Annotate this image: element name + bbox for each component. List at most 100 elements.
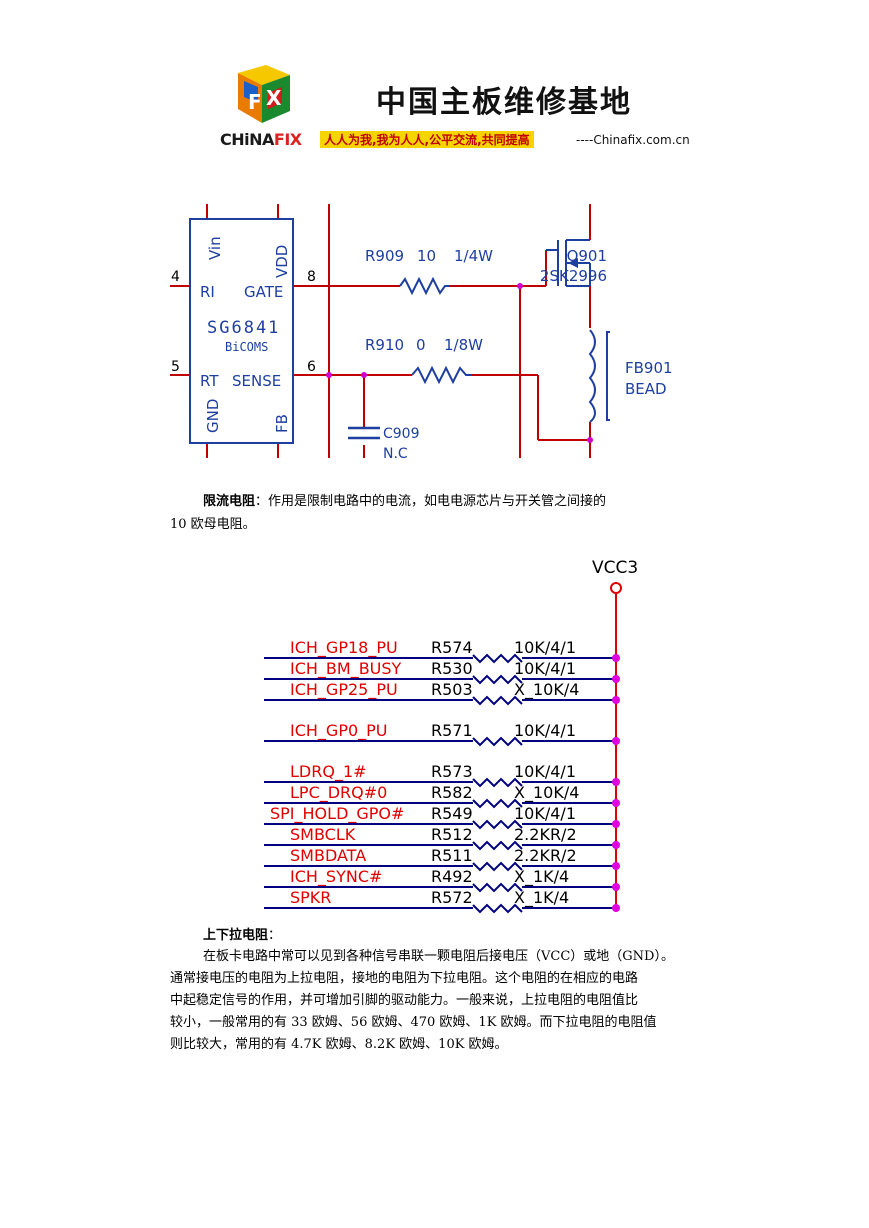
fb901-ref: FB901 (625, 359, 673, 377)
fb901-label: FB901 BEAD (625, 358, 673, 400)
ic-part-number: SG6841 (207, 318, 280, 338)
pullup-body: 在板卡电路中常可以见到各种信号串联一颗电阻后接电压（VCC）或地（GND）。 通… (170, 946, 750, 1056)
pullup-row: SMBCLK R512 2.2KR/2 (264, 825, 620, 851)
pin-number-6: 6 (307, 359, 316, 375)
junction-dot (612, 778, 620, 786)
r909-value: 10 (417, 247, 436, 265)
net-label: SPKR (290, 888, 331, 907)
pin-gate-label: GATE (244, 283, 283, 301)
junction-dot (612, 820, 620, 828)
resistor-value: 10K/4/1 (514, 721, 576, 740)
resistor-ref: R511 (431, 846, 473, 865)
resistor-value: 10K/4/1 (514, 659, 576, 678)
resistor-ref: R503 (431, 680, 473, 699)
resistor-value: X_10K/4 (514, 783, 579, 803)
pin-number-5: 5 (171, 359, 180, 375)
resistor-ref: R572 (431, 888, 473, 907)
resistor-value: X_10K/4 (514, 680, 579, 700)
net-label: ICH_BM_BUSY (290, 659, 402, 679)
brand-wordmark: CHiNAFIX (220, 130, 302, 149)
pullup-line: 则比较大，常用的有 4.7K 欧姆、8.2K 欧姆、10K 欧姆。 (170, 1037, 508, 1052)
resistor-symbol (472, 882, 523, 893)
chinafix-cube-logo-icon: F X (238, 65, 290, 123)
q901-ref: Q901 (567, 247, 607, 265)
svg-text:F: F (248, 90, 262, 114)
c909-ref: C909 (383, 426, 420, 442)
para-current-limit: 限流电阻：作用是限制电路中的电流，如电电源芯片与开关管之间接的 (203, 491, 606, 513)
resistor-ref: R512 (431, 825, 473, 844)
pin-fb-label: FB (273, 414, 291, 433)
c909-value: N.C (383, 446, 408, 462)
mosfet-arrow-icon (568, 258, 578, 268)
pin-vdd-label: VDD (273, 245, 291, 278)
pin-rt-label: RT (200, 372, 219, 390)
q901-part: 2SK2996 (540, 267, 607, 285)
resistor-value: X_1K/4 (514, 867, 569, 887)
r909-power: 1/4W (454, 247, 493, 265)
brand-part-b: FIX (273, 130, 302, 149)
r910-power: 1/8W (444, 336, 483, 354)
resistor-value: 2.2KR/2 (514, 825, 577, 844)
pin-number-4: 4 (171, 269, 180, 285)
junction-dot (517, 283, 523, 289)
resistor-symbol (472, 861, 523, 872)
net-label: ICH_GP18_PU (290, 638, 398, 658)
junction-dot (612, 799, 620, 807)
capacitor-c909-symbol (348, 426, 380, 440)
net-label: ICH_GP25_PU (290, 680, 398, 700)
resistor-r910-symbol (411, 365, 472, 385)
resistor-symbol (472, 840, 523, 851)
pullup-line: 通常接电压的电阻为上拉电阻，接地的电阻为下拉电阻。这个电阻的在相应的电路 (170, 971, 639, 986)
fb901-part: BEAD (625, 380, 667, 398)
resistor-ref: R573 (431, 762, 473, 781)
para1-continued: 10 欧母电阻。 (170, 517, 256, 532)
term-current-limit: 限流电阻 (203, 494, 256, 509)
pullup-row: ICH_GP25_PU R503 X_10K/4 (264, 680, 620, 706)
junction-dot (612, 696, 620, 704)
pin-number-8: 8 (307, 269, 316, 285)
net-label: LDRQ_1# (290, 762, 367, 782)
pullup-row: ICH_GP0_PU R571 10K/4/1 (264, 721, 620, 747)
pullup-line: 较小，一般常用的有 33 欧姆、56 欧姆、470 欧姆、1K 欧姆。而下拉电阻… (170, 1015, 657, 1030)
resistor-ref: R574 (431, 638, 473, 657)
junction-dot (587, 437, 593, 443)
resistor-symbol (472, 777, 523, 788)
ic-process: BiCOMS (225, 340, 268, 354)
resistor-ref: R571 (431, 721, 473, 740)
r910-ref: R910 (365, 336, 404, 354)
junction-dot (612, 737, 620, 745)
net-label: SPI_HOLD_GPO# (270, 804, 404, 824)
resistor-value: 2.2KR/2 (514, 846, 577, 865)
resistor-r909-symbol (399, 276, 450, 296)
resistor-value: 10K/4/1 (514, 762, 576, 781)
svg-text:X: X (266, 86, 282, 110)
brand-part-a: CHiNA (220, 130, 274, 149)
pullup-row: ICH_SYNC# R492 X_1K/4 (264, 867, 620, 893)
resistor-symbol (472, 903, 523, 914)
resistor-ref: R492 (431, 867, 473, 886)
pullup-line: 中起稳定信号的作用，并可增加引脚的驱动能力。一般来说，上拉电阻的电阻值比 (170, 993, 639, 1008)
pin-ri-label: RI (200, 283, 215, 301)
net-label: ICH_SYNC# (290, 867, 382, 887)
site-url: ----Chinafix.com.cn (576, 133, 690, 147)
rail-terminal-icon (610, 582, 622, 594)
pullup-line: 在板卡电路中常可以见到各种信号串联一颗电阻后接电压（VCC）或地（GND）。 (203, 949, 674, 964)
net-label: SMBCLK (290, 825, 356, 844)
r909-ref: R909 (365, 247, 404, 265)
junction-dot (361, 372, 367, 378)
pin-sense-label: SENSE (232, 372, 281, 390)
site-title: 中国主板维修基地 (376, 85, 632, 120)
net-label: LPC_DRQ#0 (290, 783, 387, 803)
para1-body: ：作用是限制电路中的电流，如电电源芯片与开关管之间接的 (255, 494, 607, 509)
net-label: ICH_GP0_PU (290, 721, 388, 741)
junction-dot (612, 675, 620, 683)
r910-value: 0 (416, 336, 426, 354)
resistor-ref: R530 (431, 659, 473, 678)
pullup-heading: 上下拉电阻： (203, 928, 282, 943)
junction-dot (612, 862, 620, 870)
resistor-value: 10K/4/1 (514, 638, 576, 657)
